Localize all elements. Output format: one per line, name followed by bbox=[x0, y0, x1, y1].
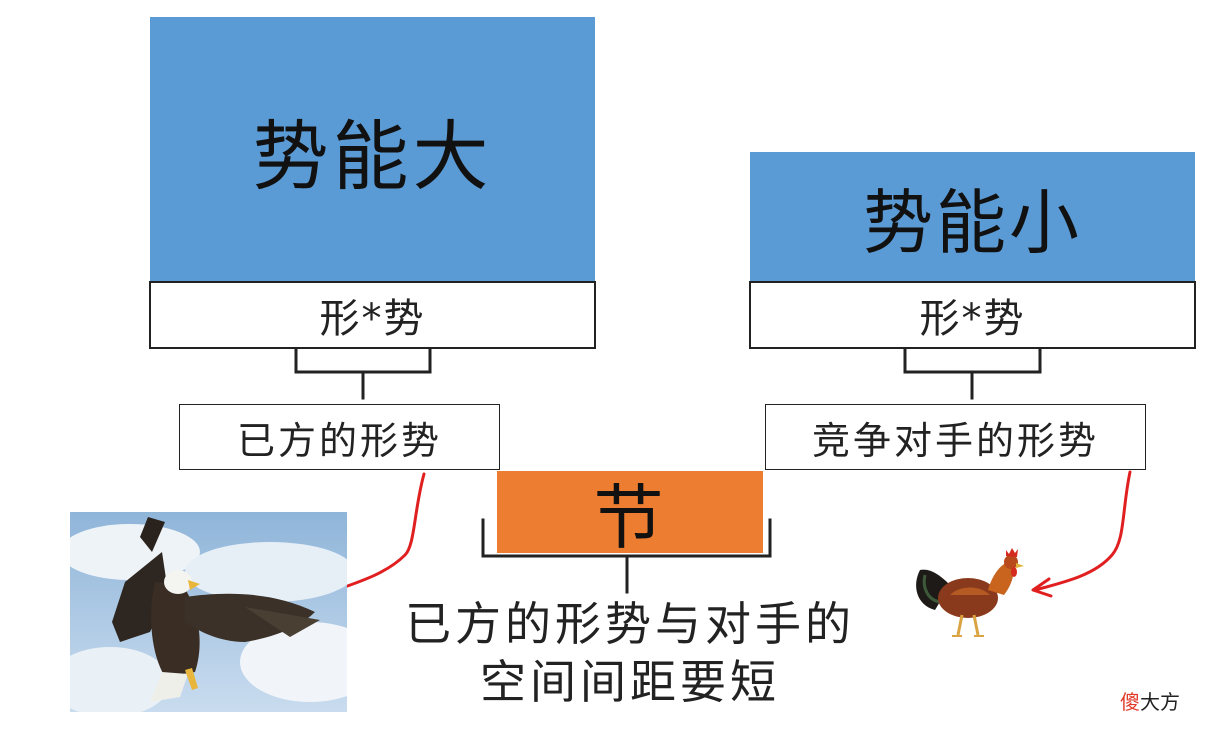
eagle-image bbox=[70, 512, 347, 712]
right-bracket bbox=[905, 350, 1040, 398]
center-bracket bbox=[483, 520, 770, 592]
rooster-image bbox=[910, 540, 1030, 640]
right-arrow bbox=[1035, 472, 1130, 590]
left-bracket bbox=[296, 350, 430, 398]
watermark-black-text: 大方 bbox=[1140, 690, 1180, 714]
watermark: 傻大方 bbox=[1120, 686, 1180, 715]
watermark-red-text: 傻 bbox=[1120, 690, 1140, 714]
